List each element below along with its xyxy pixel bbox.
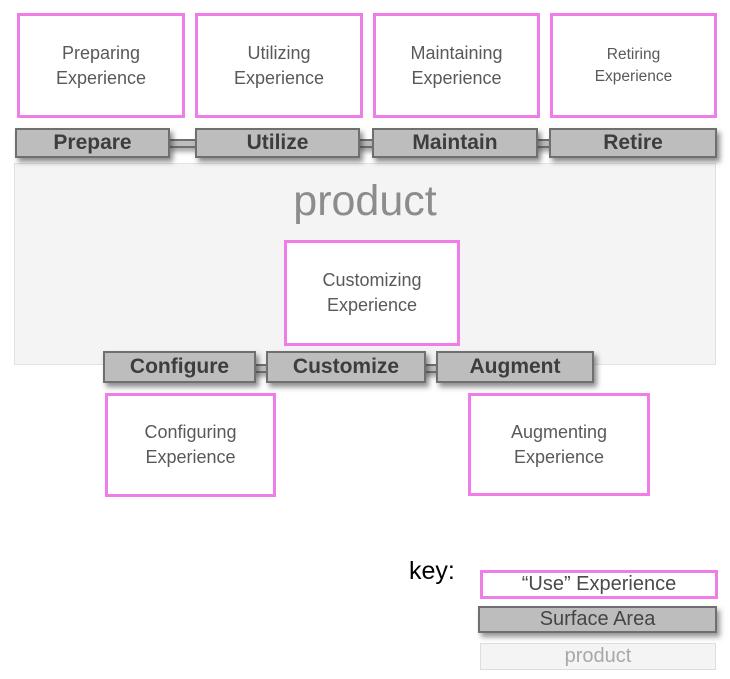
surface-connector (356, 139, 375, 148)
surface-configure: Configure (103, 351, 256, 383)
surface-customize: Customize (266, 351, 426, 383)
product-label: product (293, 177, 437, 225)
surface-connector (252, 364, 270, 373)
key-surface-area: Surface Area (478, 606, 717, 633)
surface-prepare: Prepare (15, 128, 170, 158)
experience-box-preparing: Preparing Experience (17, 13, 185, 118)
surface-connector (534, 139, 552, 148)
surface-connector (167, 139, 198, 148)
surface-augment: Augment (436, 351, 594, 383)
surface-retire: Retire (549, 128, 717, 158)
experience-box-maintaining: Maintaining Experience (373, 13, 540, 118)
surface-utilize: Utilize (195, 128, 360, 158)
key-use-experience: “Use” Experience (480, 570, 718, 599)
surface-maintain: Maintain (372, 128, 538, 158)
experience-box-customizing: Customizing Experience (284, 240, 460, 346)
key-product: product (480, 643, 716, 670)
surface-connector (422, 364, 440, 373)
key-label: key: (409, 557, 455, 585)
experience-box-utilizing: Utilizing Experience (195, 13, 363, 118)
experience-box-configuring: Configuring Experience (105, 393, 276, 497)
experience-box-retiring: Retiring Experience (550, 13, 717, 118)
experience-box-augmenting: Augmenting Experience (468, 393, 650, 496)
